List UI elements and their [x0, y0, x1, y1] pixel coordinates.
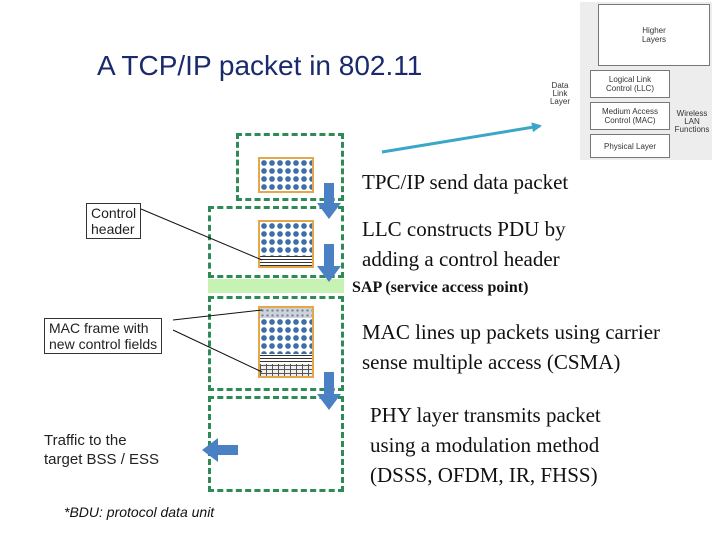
- llc-box: Logical Link Control (LLC): [590, 70, 670, 98]
- data-link-layer-label: Data Link Layer: [542, 82, 578, 106]
- frame-phy-layer: [208, 396, 344, 492]
- mac-box: Medium Access Control (MAC): [590, 102, 670, 130]
- control-header-callout: Control header: [86, 203, 142, 239]
- higher-layers-label-1: Higher: [642, 26, 666, 35]
- step-phy-line-1: PHY layer transmits packet: [370, 403, 601, 427]
- step-mac-line-1: MAC lines up packets using carrier: [362, 320, 661, 344]
- traffic-label: Traffic to the target BSS / ESS: [44, 431, 159, 469]
- wireless-lan-functions-label: Wireless LAN Functions: [672, 110, 712, 134]
- mac-label-2: Control (MAC): [604, 116, 656, 125]
- llc-label-1: Logical Link: [608, 75, 652, 84]
- step-llc-line-1: LLC constructs PDU by: [362, 217, 566, 241]
- mac-frame-packet: [258, 306, 314, 378]
- frame-llc-layer: [208, 206, 344, 278]
- mac-header-field: [260, 308, 312, 318]
- tcpip-data-packet: [258, 157, 314, 193]
- control-header-line-2: header: [91, 221, 135, 237]
- mac-frame-callout: MAC frame with new control fields: [44, 318, 163, 354]
- step-phy-line-2: using a modulation method: [370, 433, 600, 457]
- step-phy-line-3: (DSSS, OFDM, IR, FHSS): [370, 463, 598, 487]
- phy-box: Physical Layer: [590, 134, 670, 158]
- mac-frame-leader-top: [172, 309, 263, 321]
- traffic-line-2: target BSS / ESS: [44, 451, 160, 468]
- sap-label: SAP (service access point): [352, 279, 529, 296]
- osi-reference-stack: Higher Layers Logical Link Control (LLC)…: [580, 2, 712, 160]
- down-arrow-3-icon: [317, 372, 341, 410]
- step-llc-text: LLC constructs PDU by adding a control h…: [362, 214, 566, 274]
- sap-band: [208, 279, 344, 293]
- footnote: *BDU: protocol data unit: [64, 504, 215, 520]
- mac-payload: [260, 318, 312, 354]
- frame-tcpip-layer: [236, 133, 344, 201]
- down-arrow-1-icon: [317, 183, 341, 219]
- llc-pdu-packet: [258, 220, 314, 268]
- down-arrow-2-icon: [317, 244, 341, 282]
- step-mac-text: MAC lines up packets using carrier sense…: [362, 317, 660, 377]
- osi-connector-arrow: [381, 122, 542, 154]
- data-link-label-2: Link: [552, 89, 568, 98]
- mac-frame-line-1: MAC frame with: [49, 320, 149, 336]
- mac-frame-leader-bottom: [172, 329, 263, 373]
- control-header-line-1: Control: [91, 205, 137, 221]
- data-link-label-3: Layer: [549, 97, 570, 106]
- step-mac-line-2: sense multiple access (CSMA): [362, 350, 621, 374]
- step-phy-text: PHY layer transmits packet using a modul…: [370, 400, 601, 490]
- slide-title: A TCP/IP packet in 802.11: [97, 50, 423, 81]
- data-link-label-1: Data: [551, 81, 569, 90]
- step-llc-line-2: adding a control header: [362, 247, 560, 271]
- llc-pdu-data: [260, 222, 312, 256]
- wireless-label-3: Functions: [674, 125, 710, 134]
- mac-trailer-field: [260, 364, 312, 376]
- higher-layers-label-2: Layers: [641, 35, 666, 44]
- frame-mac-layer: [208, 296, 344, 391]
- callout-leaders: [140, 208, 263, 373]
- left-arrow-icon: [202, 438, 238, 462]
- llc-control-header: [260, 256, 312, 266]
- llc-label-2: Control (LLC): [605, 84, 654, 93]
- higher-layers-box: Higher Layers: [598, 4, 710, 66]
- control-header-leader: [140, 208, 263, 261]
- mac-label-1: Medium Access: [601, 107, 659, 116]
- wireless-label-1: Wireless: [676, 109, 708, 118]
- mac-frame-line-2: new control fields: [49, 336, 158, 352]
- mac-llc-header: [260, 354, 312, 364]
- step-send-text: TPC/IP send data packet: [362, 170, 569, 194]
- phy-label: Physical Layer: [603, 141, 657, 151]
- down-arrows: [317, 183, 341, 410]
- traffic-line-1: Traffic to the: [44, 432, 127, 449]
- wireless-label-2: LAN: [684, 117, 700, 126]
